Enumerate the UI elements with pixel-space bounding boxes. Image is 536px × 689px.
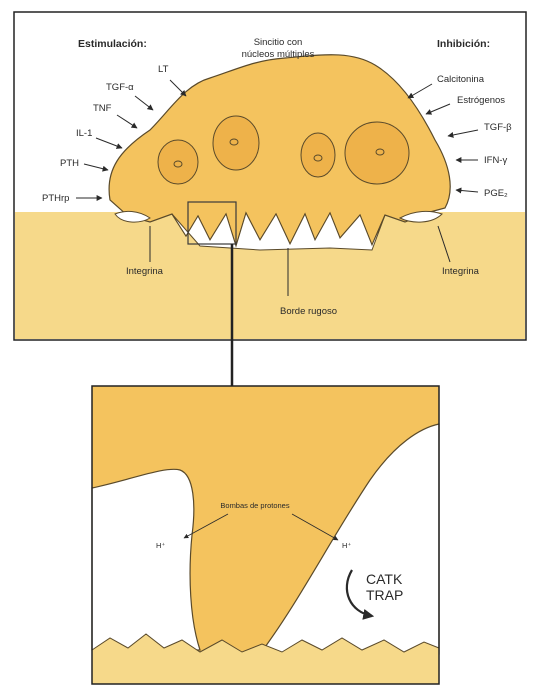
inhibition-header: Inhibición: — [437, 38, 490, 50]
syncytium-label-2: núcleos múltiples — [242, 49, 315, 60]
inhibitor-label: Estrógenos — [457, 95, 505, 106]
inhibitor-label: IFN-γ — [484, 155, 507, 166]
nucleus-1 — [158, 140, 198, 184]
resorption-space-left — [92, 469, 200, 650]
nucleus-4 — [345, 122, 409, 184]
zoom-panel: Bombas de protones H⁺ H⁺ CATK TRAP — [92, 386, 439, 684]
proton-pumps-label: Bombas de protones — [220, 501, 289, 510]
hydrogen-ion-left: H⁺ — [156, 541, 165, 550]
syncytium-label-1: Sincitio con — [254, 37, 303, 48]
stimulator-label: TGF-α — [106, 82, 134, 93]
top-panel: Estimulación: Inhibición: Sincitio con n… — [14, 12, 526, 340]
stimulator-label: IL-1 — [76, 128, 92, 139]
integrin-left-label: Integrina — [126, 266, 164, 277]
nucleus-2 — [213, 116, 259, 170]
inhibitor-label: PGE₂ — [484, 188, 508, 199]
stimulator-label: PTHrp — [42, 193, 69, 204]
integrin-right-label: Integrina — [442, 266, 480, 277]
stimulation-header: Estimulación: — [78, 38, 147, 50]
hydrogen-ion-right: H⁺ — [342, 541, 351, 550]
stimulator-label: LT — [158, 64, 169, 75]
inhibitor-label: Calcitonina — [437, 74, 485, 85]
nucleus-3 — [301, 133, 335, 177]
enzyme-label-catk: CATK — [366, 571, 403, 587]
stimulator-label: PTH — [60, 158, 79, 169]
inhibitor-label: TGF-β — [484, 122, 512, 133]
ruffled-border-label: Borde rugoso — [280, 306, 337, 317]
enzyme-label-trap: TRAP — [366, 587, 403, 603]
stimulator-label: TNF — [93, 103, 112, 114]
